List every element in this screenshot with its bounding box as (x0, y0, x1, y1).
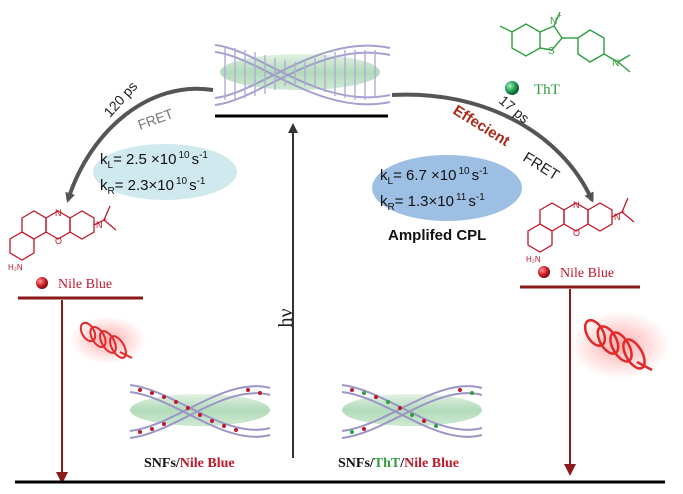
right-nb-o-atom: O (573, 228, 580, 238)
right-nb-plus: + (621, 209, 625, 216)
right-nb-n-plus: N (614, 212, 621, 222)
left-nileblue-ball-icon (36, 277, 48, 289)
left-fret-arrow (65, 86, 214, 203)
tht-n-atom: N (550, 16, 557, 27)
left-rate-ellipse (93, 144, 237, 200)
bottom-right-fibril (341, 384, 483, 439)
left-nb-n-atom: N (55, 208, 62, 218)
left-nileblue-label: Nile Blue (58, 277, 112, 292)
right-cpl-spiral-icon (570, 311, 670, 379)
tht-structure (499, 11, 631, 73)
bottom-left-caption: SNFs/Nile Blue (144, 456, 235, 471)
tht-n-dimethyl: N (612, 58, 619, 69)
right-rate-ellipse (372, 155, 522, 221)
bottom-left-fibril (129, 384, 271, 439)
tht-n-plus: + (557, 11, 562, 20)
right-fret-label: FRET (520, 149, 562, 184)
left-fret-label: FRET (136, 105, 176, 133)
tht-label: ThT (534, 82, 560, 98)
right-nb-n-atom: N (573, 200, 580, 210)
bottom-right-caption: SNFs/ThT/Nile Blue (338, 456, 459, 471)
left-nileblue-structure (9, 205, 117, 261)
amplified-cpl-label: Amplifed CPL (388, 227, 486, 244)
excitation-label: hν (275, 308, 297, 327)
right-nileblue-ball-icon (538, 266, 550, 278)
left-nb-n-plus: N (96, 220, 103, 230)
right-nileblue-structure (527, 197, 635, 253)
right-fret-arrow (391, 92, 594, 203)
left-nb-amine: H₂N (8, 263, 23, 272)
tht-s-atom: S (548, 46, 555, 57)
left-nb-o-atom: O (55, 236, 62, 246)
right-nileblue-label: Nile Blue (560, 266, 614, 281)
top-fibril (214, 44, 391, 106)
left-nb-plus: + (103, 217, 107, 224)
right-nb-amine: H₂N (526, 255, 541, 264)
left-cpl-spiral-icon (70, 316, 146, 364)
tht-ball-icon (505, 81, 519, 95)
left-time-label: 120 ps (100, 78, 140, 120)
